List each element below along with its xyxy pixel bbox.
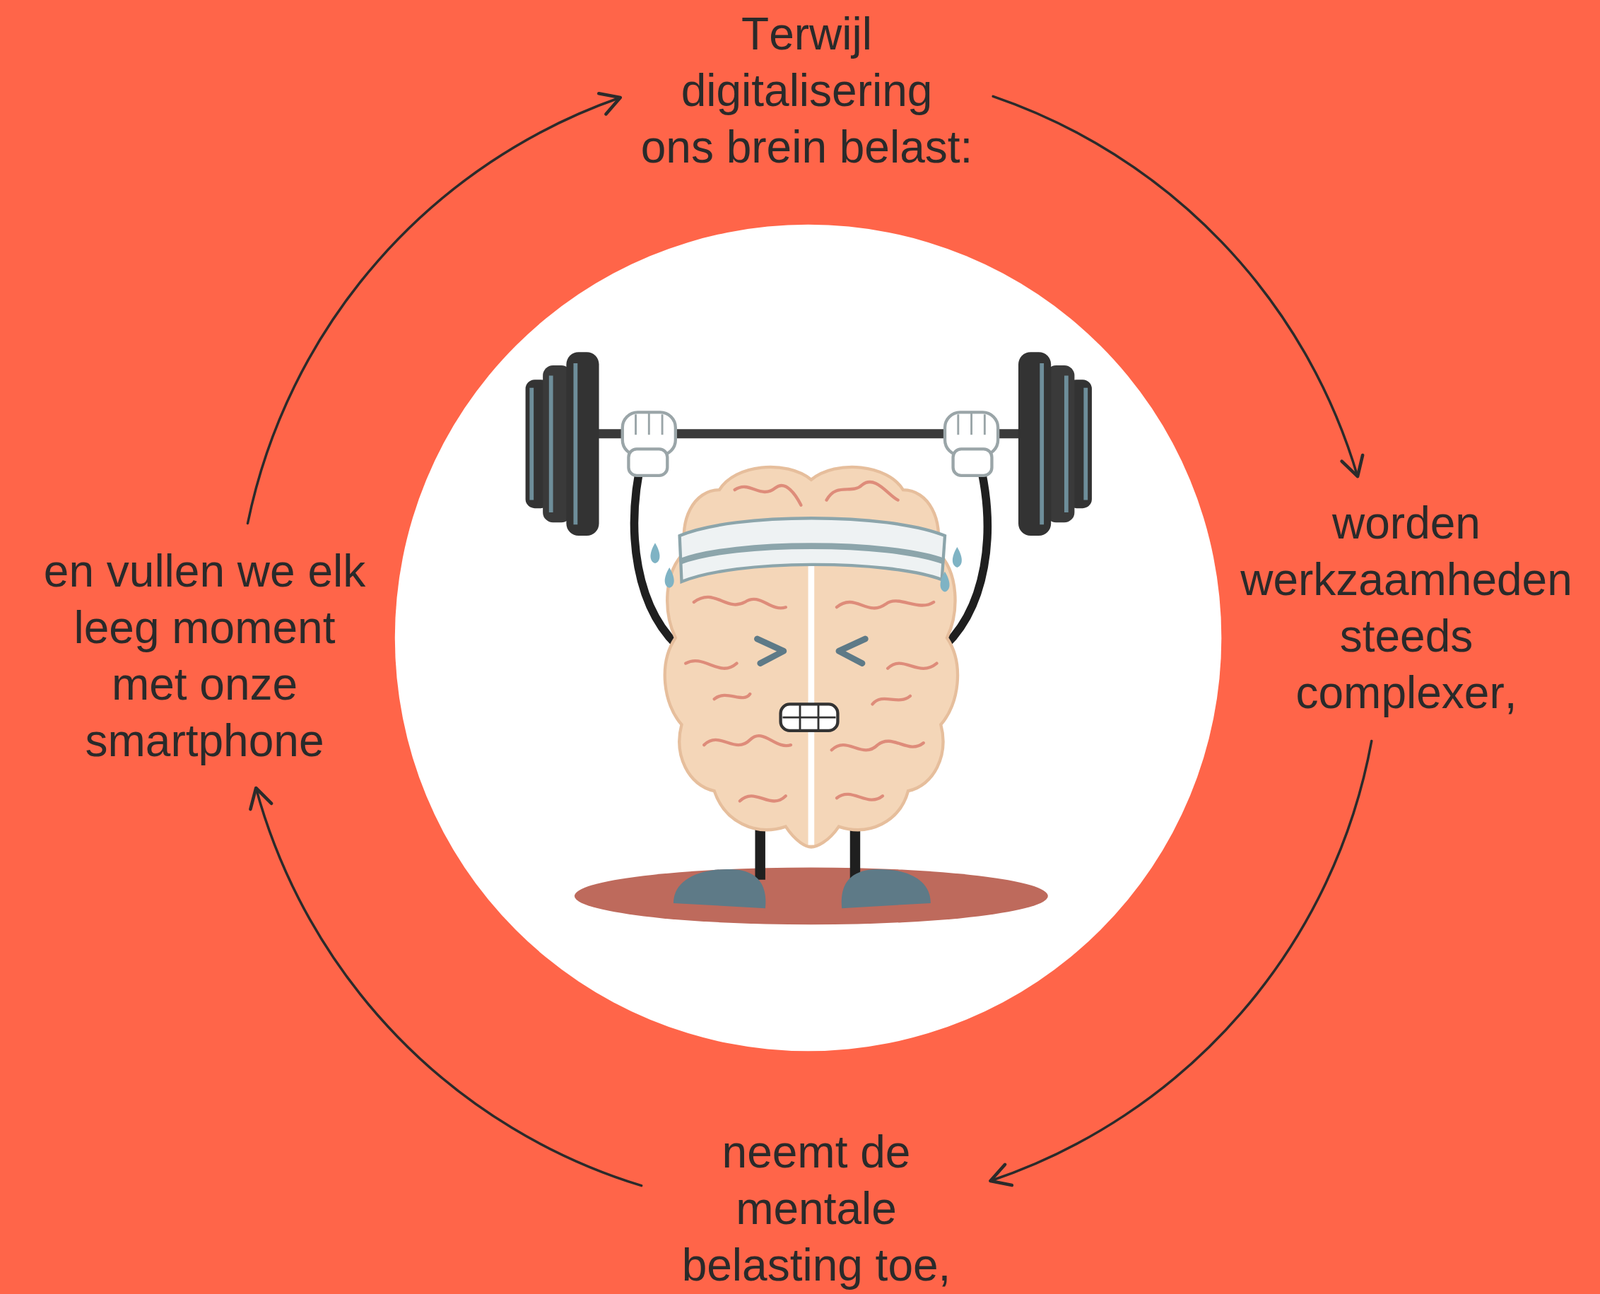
illustration-part: [573, 363, 578, 525]
illustration-part: [566, 351, 599, 536]
illustration-part: [953, 448, 993, 476]
illustration-part: [817, 705, 820, 731]
illustration-part: [872, 696, 911, 705]
cycle-step: worden werkzaamheden steeds complexer,: [1233, 494, 1580, 721]
illustration-part: [574, 867, 1049, 925]
illustration-part: [1064, 375, 1069, 512]
cycle-arrow: [990, 740, 1372, 1181]
illustration-part: [739, 795, 786, 801]
illustration-part: [799, 705, 802, 731]
face: [756, 638, 866, 731]
cycle-arrow: [992, 96, 1358, 477]
step-text: worden werkzaamheden steeds complexer,: [1233, 494, 1580, 721]
illustration-part: [1018, 351, 1051, 536]
illustration-part: [887, 663, 937, 669]
illustration-part: [1083, 387, 1088, 501]
cycle-step: neemt de mentale belasting toe,: [660, 1123, 972, 1294]
cycle-step: Terwijl digitalisering ons brein belast:: [639, 5, 974, 176]
step-text: en vullen we elk leeg moment met onze sm…: [36, 542, 373, 769]
illustration-part: [940, 571, 950, 593]
illustration-part: [808, 530, 815, 846]
illustration-part: [836, 794, 883, 800]
cycle-step: en vullen we elk leeg moment met onze sm…: [36, 542, 373, 769]
illustration-part: [970, 413, 973, 435]
illustration-part: [665, 467, 958, 848]
illustration-part: [650, 542, 660, 564]
illustration-part: [956, 414, 960, 435]
illustration-part: [714, 693, 751, 699]
cycle-arrow: [248, 97, 621, 524]
illustration-part: [661, 414, 664, 435]
illustration-part: [836, 600, 934, 608]
illustration-part: [685, 660, 737, 669]
illustration-part: [780, 703, 839, 731]
illustration-part: [648, 413, 651, 435]
illustration-part: [549, 375, 554, 512]
illustration-part: [841, 869, 931, 909]
illustration-part: [673, 869, 766, 909]
illustration-part: [679, 518, 945, 582]
gloves: [622, 412, 998, 476]
illustration-part: [782, 716, 836, 719]
illustration-part: [983, 414, 986, 435]
cycle-arrow: [255, 787, 641, 1186]
step-text: Terwijl digitalisering ons brein belast:: [639, 5, 974, 176]
illustration-part: [634, 414, 637, 435]
sweat-drops: [650, 542, 962, 592]
illustration-part: [529, 387, 534, 501]
illustration-part: [1039, 363, 1044, 525]
center-circle: [395, 224, 1222, 1052]
illustration-part: [703, 735, 791, 746]
illustration-part: [734, 485, 802, 506]
illustration-part: [628, 448, 668, 476]
illustration-part: [693, 597, 786, 609]
step-text: neemt de mentale belasting toe,: [660, 1123, 972, 1294]
illustration-part: [831, 741, 924, 751]
illustration-part: [665, 567, 675, 588]
illustration-part: [826, 481, 899, 501]
illustration-part: [680, 546, 945, 562]
illustration-part: [756, 638, 784, 664]
brain: [665, 467, 958, 848]
illustration-part: [838, 638, 866, 664]
shadow: [574, 867, 1049, 925]
headband: [679, 518, 945, 582]
illustration-part: [952, 546, 962, 568]
